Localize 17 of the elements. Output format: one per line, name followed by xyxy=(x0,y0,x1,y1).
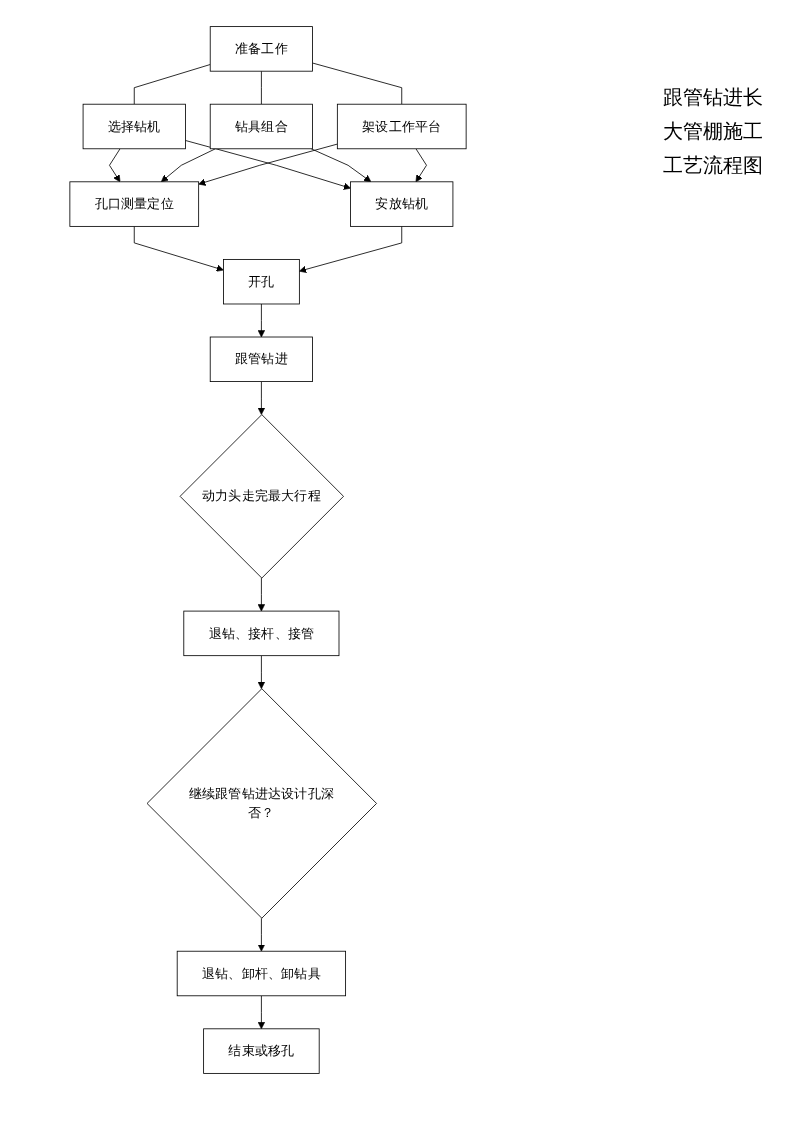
node-box: 结束或移孔 xyxy=(203,1028,320,1074)
connector xyxy=(261,70,262,105)
node-box: 跟管钻进 xyxy=(209,336,313,382)
connector xyxy=(312,62,403,105)
node-box: 退钻、卸杆、卸钻具 xyxy=(176,950,346,997)
node-box: 退钻、接杆、接管 xyxy=(183,610,340,657)
node-box: 准备工作 xyxy=(209,26,313,72)
diagram-title: 跟管钻进长大管棚施工工艺流程图 xyxy=(663,84,764,179)
node-diamond: 动力头走完最大行程 xyxy=(179,414,344,579)
node-box: 架设工作平台 xyxy=(336,103,467,150)
node-box: 安放钻机 xyxy=(350,181,454,227)
connector xyxy=(133,64,211,105)
node-box: 开孔 xyxy=(223,259,300,305)
node-box: 孔口测量定位 xyxy=(69,181,200,227)
node-box: 钻具组合 xyxy=(209,103,313,150)
node-box: 选择钻机 xyxy=(82,103,186,150)
node-diamond: 继续跟管钻进达设计孔深否？ xyxy=(146,688,377,919)
